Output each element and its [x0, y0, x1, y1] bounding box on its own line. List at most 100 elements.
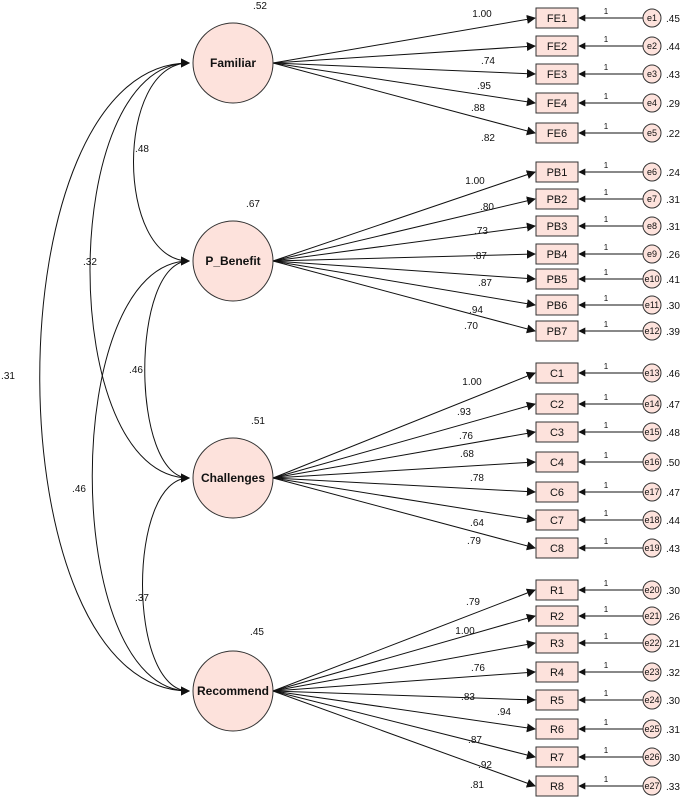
covariance-label: .46 [72, 484, 86, 495]
error-circle [642, 422, 662, 442]
loading-path [272, 371, 536, 479]
indicator-label: R7 [550, 752, 564, 764]
loading-label: .79 [467, 536, 481, 547]
error-circle [642, 719, 662, 739]
fixed-path-label: 1 [604, 393, 609, 402]
loading-label: .93 [457, 407, 471, 418]
loading-path [272, 222, 536, 262]
error-variance-label: .30 [666, 586, 680, 597]
loading-label: 1.00 [472, 9, 492, 20]
error-label: e11 [645, 300, 659, 310]
error-circle [642, 189, 662, 209]
indicator-label: FE2 [547, 41, 567, 53]
latent-label: P_Benefit [205, 254, 260, 268]
loading-paths [272, 14, 643, 790]
indicator-box [535, 161, 579, 183]
indicator-label: R6 [550, 724, 564, 736]
loading-label: .95 [477, 81, 491, 92]
loading-label: 1.00 [462, 377, 482, 388]
error-label: e8 [647, 221, 657, 231]
error-variance-label: .30 [666, 753, 680, 764]
loading-label: .70 [464, 321, 478, 332]
indicator-box [535, 689, 579, 711]
indicator-label: PB2 [547, 194, 568, 206]
error-label: e25 [644, 724, 659, 734]
fixed-path-label: 1 [604, 451, 609, 460]
error-label: e9 [647, 249, 657, 259]
error-variance-label: .22 [666, 129, 680, 140]
error-variance-label: .29 [666, 99, 680, 110]
covariance-path [142, 473, 190, 696]
indicator-box [535, 7, 579, 29]
error-variance-label: .48 [666, 428, 680, 439]
loading-path [272, 477, 536, 497]
error-variance-label: .30 [666, 696, 680, 707]
error-label: e23 [644, 667, 659, 677]
loading-path [272, 640, 536, 692]
error-circle [642, 269, 662, 289]
error-variance-label: .24 [666, 168, 680, 179]
error-variance-label: .39 [666, 327, 680, 338]
error-variance-label: .47 [666, 488, 680, 499]
loading-label: .82 [481, 133, 495, 144]
indicator-label: R8 [550, 781, 564, 793]
loading-path [272, 690, 536, 705]
covariance-label: .48 [135, 144, 149, 155]
error-circle [642, 452, 662, 472]
indicator-label: C2 [550, 399, 564, 411]
covariance-path [133, 58, 190, 266]
error-circle [642, 36, 662, 56]
covariance-path [144, 256, 190, 483]
error-label: e3 [647, 69, 657, 79]
error-variance-label: .32 [666, 668, 680, 679]
loading-path [272, 249, 536, 262]
covariance-label: .46 [129, 365, 143, 376]
indicator-box [535, 122, 579, 144]
indicator-label: C6 [550, 487, 564, 499]
loading-path [272, 260, 536, 283]
indicator-box [535, 393, 579, 415]
latent-circle [192, 437, 274, 519]
loading-path [272, 690, 536, 788]
fixed-path-label: 1 [604, 661, 609, 670]
error-circle [642, 662, 662, 682]
loading-label: .94 [497, 707, 511, 718]
error-label: e21 [644, 611, 659, 621]
indicator-label: R5 [550, 695, 564, 707]
error-label: e13 [644, 368, 659, 378]
indicator-box [535, 579, 579, 601]
error-variance-label: .44 [666, 516, 680, 527]
fixed-path-label: 1 [604, 122, 609, 131]
indicator-label: FE3 [547, 69, 567, 81]
error-circle [642, 580, 662, 600]
covariance-label: .31 [1, 371, 15, 382]
error-circle [642, 363, 662, 383]
error-circle [642, 633, 662, 653]
loading-path [272, 260, 536, 309]
loading-path [272, 690, 536, 733]
fixed-path-label: 1 [604, 92, 609, 101]
error-label: e1 [647, 13, 657, 23]
indicator-box [535, 451, 579, 473]
fixed-path-label: 1 [604, 215, 609, 224]
fixed-path-label: 1 [604, 421, 609, 430]
indicator-box [535, 661, 579, 683]
loading-label: .79 [466, 597, 480, 608]
error-label: e7 [647, 194, 657, 204]
error-variance-label: .26 [666, 612, 680, 623]
indicator-box [535, 92, 579, 114]
indicator-box [535, 268, 579, 290]
error-label: e24 [644, 695, 659, 705]
error-label: e17 [644, 487, 659, 497]
error-circle [642, 295, 662, 315]
indicator-label: FE4 [547, 98, 567, 110]
error-circle [642, 538, 662, 558]
error-variance-label: .30 [666, 301, 680, 312]
indicator-label: R1 [550, 585, 564, 597]
loading-label: .87 [478, 278, 492, 289]
indicator-box [535, 35, 579, 57]
loading-label: .83 [461, 692, 475, 703]
error-label: e27 [644, 781, 659, 791]
